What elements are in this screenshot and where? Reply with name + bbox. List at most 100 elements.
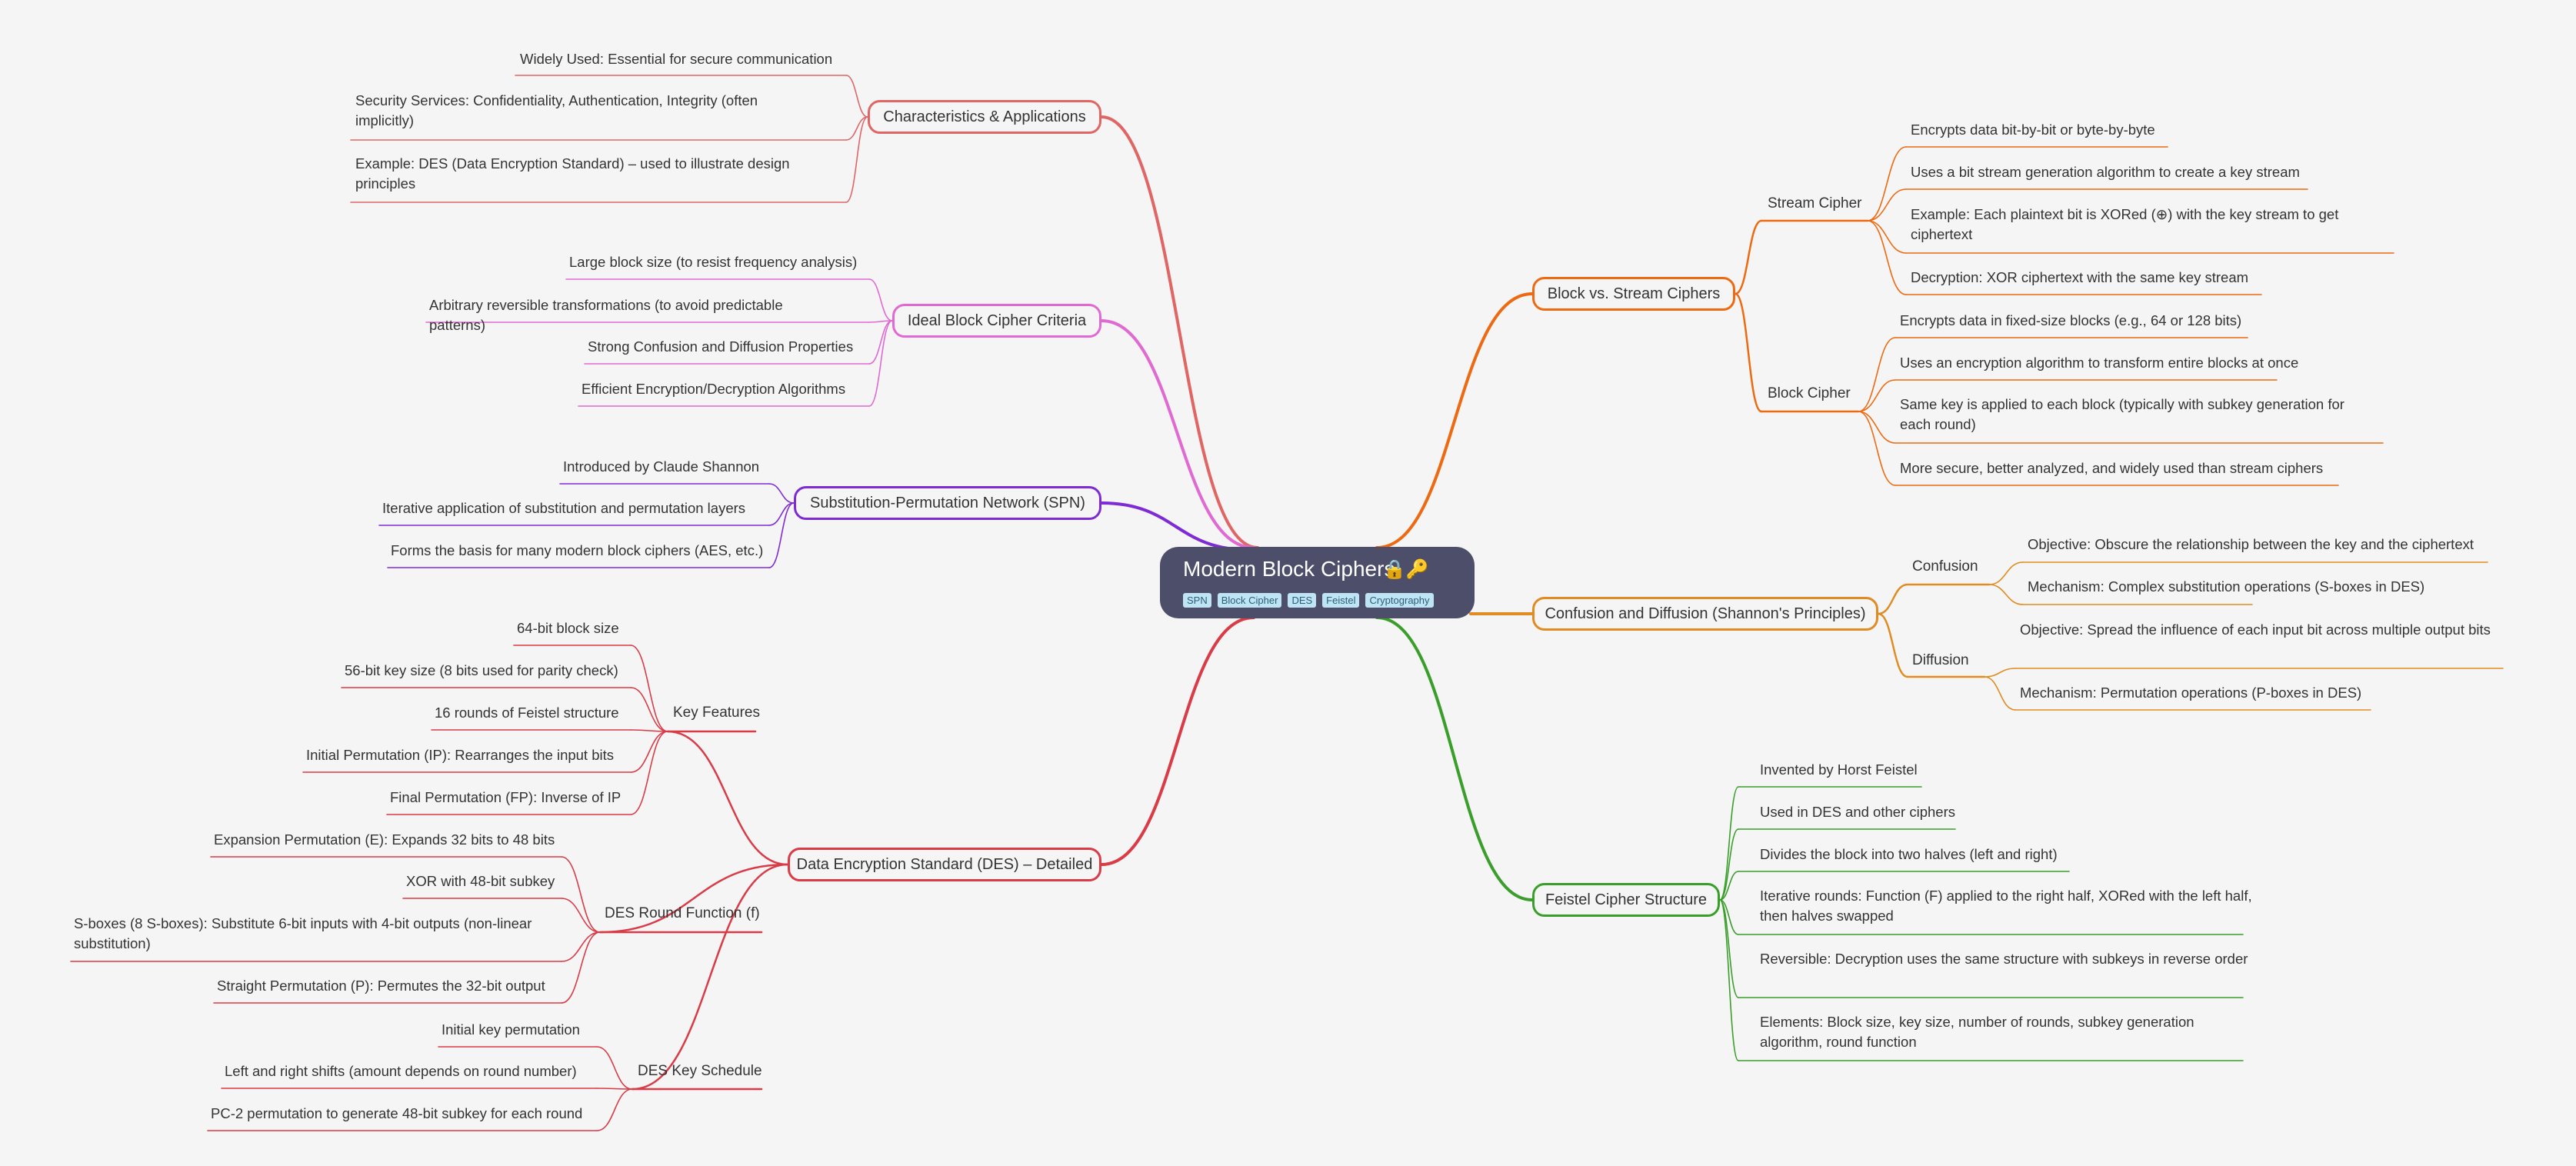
- leaf-node: 16 rounds of Feistel structure: [435, 705, 619, 721]
- root-tag: SPN: [1183, 593, 1211, 608]
- connector: [1867, 188, 1907, 222]
- connector: [1867, 146, 1907, 222]
- connector: [868, 320, 893, 323]
- leaf-node: Arbitrary reversible transformations (to…: [429, 297, 783, 333]
- leaf-node: Final Permutation (FP): Inverse of IP: [390, 789, 622, 805]
- leaf-node: Decryption: XOR ciphertext with the same…: [1911, 269, 2249, 285]
- connector: [630, 731, 668, 773]
- connector: [561, 931, 601, 962]
- subtopic-confusion[interactable]: Confusion: [1912, 558, 1978, 575]
- connector: [1858, 337, 1896, 412]
- topic-feistel[interactable]: Feistel Cipher Structure: [1532, 883, 1720, 917]
- leaf-node: Efficient Encryption/Decryption Algorith…: [582, 381, 846, 397]
- leaf-node: Iterative rounds: Function (F) applied t…: [1760, 888, 2252, 924]
- leaf-node: Elements: Block size, key size, number o…: [1760, 1014, 2194, 1050]
- leaf-node: Reversible: Decryption uses the same str…: [1760, 951, 2248, 967]
- topic-confusion-diffusion[interactable]: Confusion and Diffusion (Shannon's Princ…: [1532, 597, 1878, 631]
- connector: [631, 863, 789, 1091]
- topic-characteristics[interactable]: Characteristics & Applications: [868, 100, 1101, 134]
- leaf-node: Uses a bit stream generation algorithm t…: [1911, 164, 2300, 180]
- leaf-node: 64-bit block size: [517, 620, 619, 636]
- connector: [868, 320, 893, 407]
- connector: [630, 687, 668, 732]
- connector: [1100, 616, 1255, 866]
- leaf-node: Uses an encryption algorithm to transfor…: [1900, 355, 2299, 371]
- connector: [868, 278, 893, 321]
- topic-ideal-criteria[interactable]: Ideal Block Cipher Criteria: [892, 304, 1101, 338]
- leaf-node: Example: Each plaintext bit is XORed (⊕)…: [1911, 206, 2339, 242]
- root-tag: Block Cipher: [1217, 593, 1282, 608]
- connector: [1719, 899, 1739, 1061]
- connector: [1375, 616, 1534, 901]
- connector: [598, 863, 789, 934]
- connector: [596, 1088, 633, 1090]
- topic-des[interactable]: Data Encryption Standard (DES) – Detaile…: [788, 848, 1101, 881]
- connector: [845, 116, 868, 141]
- connector: [596, 1088, 633, 1131]
- connector: [1988, 584, 2024, 605]
- root-tag: Cryptography: [1365, 593, 1434, 608]
- connector: [1719, 786, 1739, 901]
- root-tag: Feistel: [1322, 593, 1360, 608]
- connector: [630, 729, 668, 732]
- leaf-node: Same key is applied to each block (typic…: [1900, 396, 2344, 432]
- connector: [1375, 292, 1534, 549]
- leaf-node: 56-bit key size (8 bits used for parity …: [345, 662, 618, 678]
- subtopic-block-cipher[interactable]: Block Cipher: [1768, 385, 1851, 401]
- subtopic-round-function[interactable]: DES Round Function (f): [605, 905, 760, 921]
- connector: [768, 502, 795, 568]
- connector: [1719, 899, 1739, 935]
- leaf-node: Mechanism: Permutation operations (P-box…: [2020, 685, 2362, 701]
- connector: [845, 75, 868, 118]
- leaf-node: Used in DES and other ciphers: [1760, 804, 1955, 820]
- connector: [868, 320, 893, 365]
- connector: [768, 483, 795, 504]
- connector: [1867, 220, 1907, 254]
- connector: [630, 731, 668, 815]
- connector: [1100, 319, 1255, 549]
- leaf-node: Encrypts data in fixed-size blocks (e.g.…: [1900, 312, 2242, 328]
- root-title: Modern Block Ciphers: [1183, 557, 1395, 581]
- connector: [1858, 411, 1896, 444]
- connector: [1984, 668, 2016, 678]
- connector: [630, 645, 668, 732]
- leaf-node: Initial key permutation: [442, 1021, 580, 1038]
- connector: [1100, 115, 1259, 549]
- leaf-node: Objective: Spread the influence of each …: [2020, 621, 2491, 638]
- connector: [1877, 612, 1909, 678]
- leaf-node: Security Services: Confidentiality, Auth…: [355, 92, 758, 128]
- connector: [561, 856, 601, 933]
- connector: [596, 1046, 633, 1090]
- subtopic-key-features[interactable]: Key Features: [673, 705, 760, 721]
- subtopic-diffusion[interactable]: Diffusion: [1912, 652, 1969, 668]
- lock-key-icon: 🔒🔑: [1383, 559, 1429, 580]
- connector: [1867, 220, 1907, 295]
- connector: [1719, 828, 1739, 901]
- leaf-node: Iterative application of substitution an…: [382, 500, 746, 516]
- connector: [1988, 561, 2024, 585]
- leaf-node: Example: DES (Data Encryption Standard) …: [355, 155, 790, 192]
- topic-spn[interactable]: Substitution-Permutation Network (SPN): [794, 486, 1101, 520]
- topic-block-vs-stream[interactable]: Block vs. Stream Ciphers: [1532, 277, 1735, 311]
- subtopic-stream-cipher[interactable]: Stream Cipher: [1768, 195, 1862, 212]
- leaf-node: Expansion Permutation (E): Expands 32 bi…: [214, 831, 555, 848]
- leaf-node: Widely Used: Essential for secure commun…: [520, 51, 833, 67]
- leaf-node: Encrypts data bit-by-bit or byte-by-byte: [1911, 122, 2155, 138]
- connector: [1858, 379, 1896, 412]
- leaf-node: S-boxes (8 S-boxes): Substitute 6-bit in…: [74, 915, 532, 951]
- connector: [1734, 219, 1763, 295]
- leaf-node: Strong Confusion and Diffusion Propertie…: [588, 338, 854, 355]
- connector: [845, 116, 868, 203]
- connector: [1100, 501, 1251, 551]
- leaf-node: Mechanism: Complex substitution operatio…: [2028, 578, 2425, 595]
- leaf-node: Straight Permutation (P): Permutes the 3…: [217, 978, 545, 994]
- connector: [561, 931, 601, 1004]
- leaf-node: Introduced by Claude Shannon: [563, 458, 760, 475]
- subtopic-key-schedule[interactable]: DES Key Schedule: [638, 1063, 762, 1079]
- leaf-node: Divides the block into two halves (left …: [1760, 846, 2058, 862]
- connector: [561, 898, 601, 933]
- leaf-node: PC-2 permutation to generate 48-bit subk…: [211, 1105, 583, 1121]
- connector: [666, 730, 789, 866]
